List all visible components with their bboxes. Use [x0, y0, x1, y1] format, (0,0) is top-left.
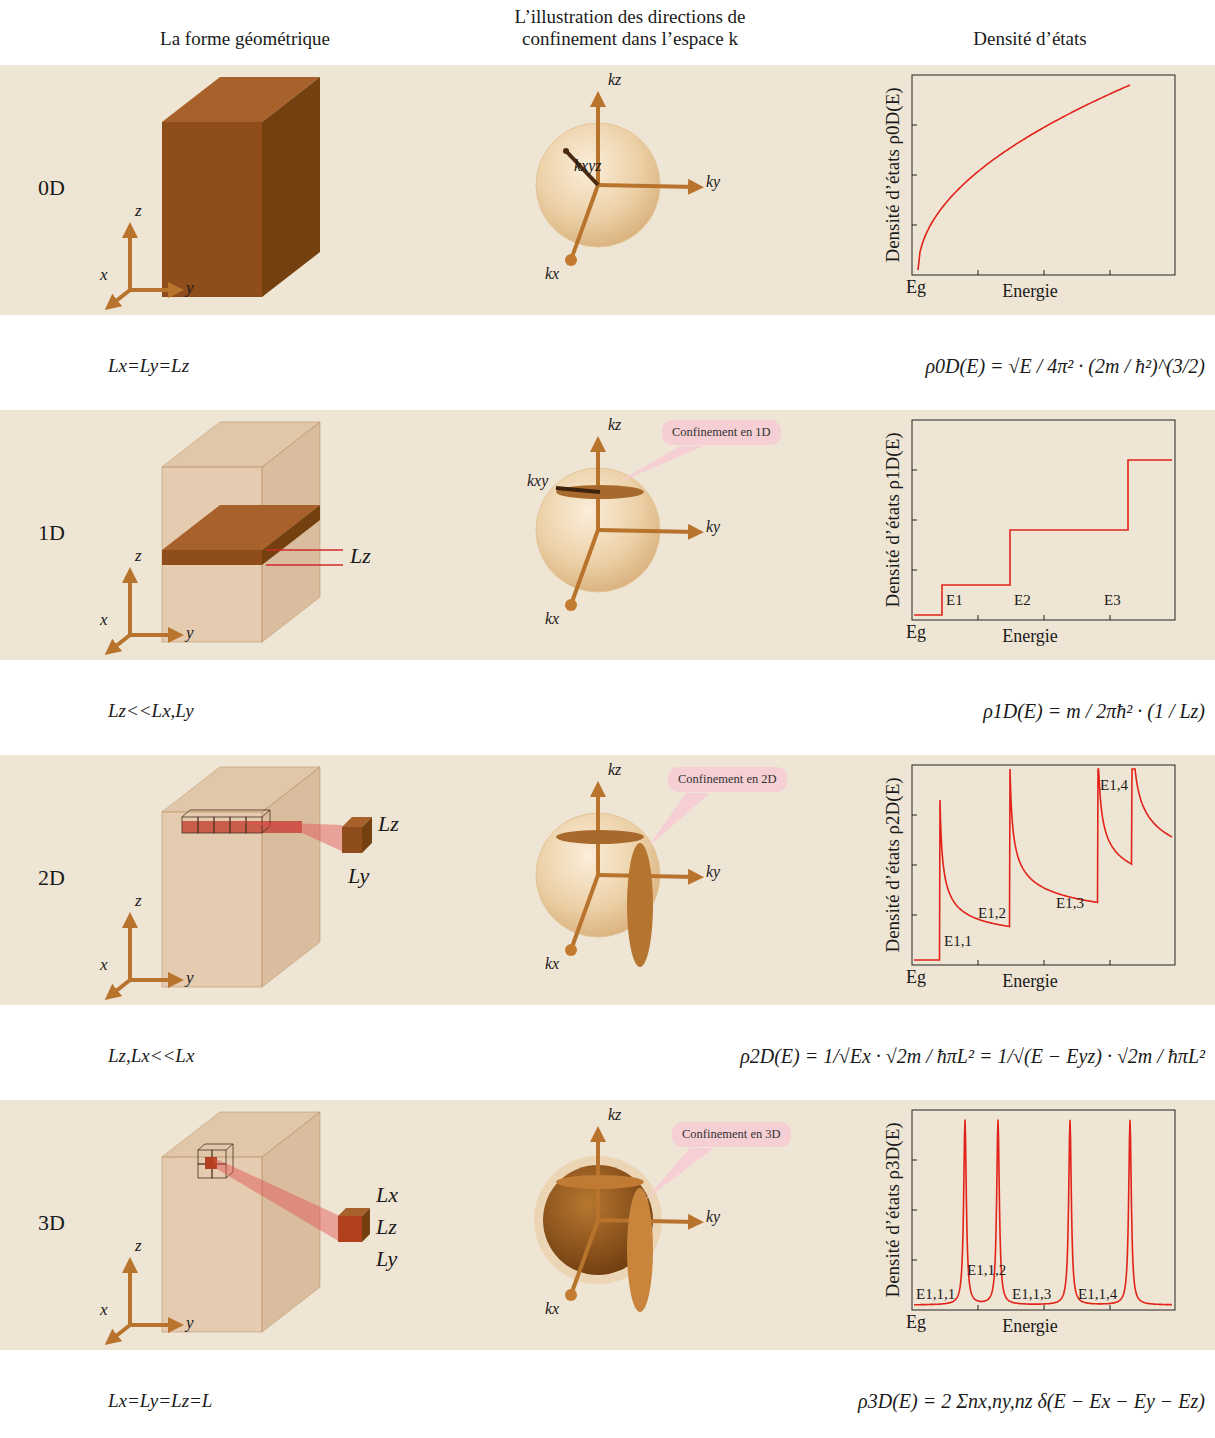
- plot-axis-title: Densité d’états ρ3D(E): [882, 1122, 904, 1297]
- dimension-label: Lx: [376, 1182, 398, 1207]
- axis-letter: z: [135, 201, 142, 221]
- axis-letter: x: [100, 1300, 108, 1320]
- column-header: La forme géométrique: [160, 28, 330, 50]
- plot-axis-title: Energie: [1002, 626, 1058, 647]
- axis-letter: z: [135, 546, 142, 566]
- plot-tick-label: Eg: [906, 277, 926, 298]
- k-axis-label: kxy: [527, 472, 548, 490]
- dimension-label: Lz: [350, 543, 371, 568]
- dimension-label: Ly: [348, 863, 369, 888]
- formula: ρ3D(E) = 2 Σnx,ny,nz δ(E − Ex − Ey − Ez): [858, 1390, 1205, 1413]
- plot-tick-label: Eg: [906, 967, 926, 988]
- k-axis-label: kz: [608, 1106, 621, 1124]
- row-label: 2D: [38, 865, 65, 891]
- energy-level: E1,1,1: [916, 1286, 955, 1303]
- axis-letter: z: [135, 1236, 142, 1256]
- callout-text: Confinement en 2D: [678, 772, 777, 786]
- energy-level: E1,1: [944, 933, 972, 950]
- dimension-condition: Lz<<Lx,Ly: [108, 700, 194, 722]
- row-band: 3D Confinement en 3D: [0, 1100, 1215, 1350]
- energy-level: E1,2: [978, 905, 1006, 922]
- row-band: 0D: [0, 65, 1215, 315]
- energy-level: E1,1,2: [967, 1262, 1006, 1279]
- plot-axis-title: Energie: [1002, 971, 1058, 992]
- dimension-condition: Lz,Lx<<Lx: [108, 1045, 194, 1067]
- k-axis-label: kx: [545, 1300, 559, 1318]
- dimension-condition: Lx=Ly=Lz: [108, 355, 189, 377]
- callout-bubble: Confinement en 3D: [672, 1122, 791, 1147]
- energy-level: E2: [1014, 592, 1031, 609]
- axis-letter: y: [186, 1313, 194, 1333]
- energy-level: E1,1,3: [1012, 1286, 1051, 1303]
- plot-axis-title: Densité d’états ρ0D(E): [882, 87, 904, 262]
- dimension-label: Lz: [378, 811, 399, 836]
- k-axis-label: ky: [706, 863, 720, 881]
- formula: ρ1D(E) = m / 2πħ² · (1 / Lz): [983, 700, 1205, 723]
- k-axis-label: kz: [608, 416, 621, 434]
- callout-bubble: Confinement en 1D: [662, 420, 781, 445]
- formula: ρ2D(E) = 1/√Ex · √2m / ħπL² = 1/√(E − Ey…: [740, 1045, 1205, 1068]
- energy-level: E1,4: [1100, 777, 1128, 794]
- energy-level: E1,1,4: [1078, 1286, 1117, 1303]
- callout-text: Confinement en 3D: [682, 1127, 781, 1141]
- k-axis-label: ky: [706, 173, 720, 191]
- column-header: L’illustration des directions de confine…: [480, 6, 780, 50]
- energy-level: E1,3: [1056, 895, 1084, 912]
- plot-tick-label: Eg: [906, 622, 926, 643]
- callout-text: Confinement en 1D: [672, 425, 771, 439]
- axis-letter: y: [186, 623, 194, 643]
- k-axis-label: kx: [545, 610, 559, 628]
- plot-axis-title: Densité d’états ρ1D(E): [882, 432, 904, 607]
- axis-letter: y: [186, 968, 194, 988]
- k-axis-label: kx: [545, 955, 559, 973]
- row-label: 0D: [38, 175, 65, 201]
- energy-level: E3: [1104, 592, 1121, 609]
- k-axis-label: kz: [608, 71, 621, 89]
- axis-letter: x: [100, 610, 108, 630]
- energy-level: E1: [946, 592, 963, 609]
- axis-letter: x: [100, 265, 108, 285]
- callout-bubble: Confinement en 2D: [668, 767, 787, 792]
- k-axis-label: ky: [706, 1208, 720, 1226]
- row-label: 1D: [38, 520, 65, 546]
- row-band: 2D Confinement en 2D: [0, 755, 1215, 1005]
- row-band: 1D Confinement en 1D: [0, 410, 1215, 660]
- k-axis-label: kx: [545, 265, 559, 283]
- dimension-label: Lz: [376, 1214, 397, 1239]
- dimension-label: Ly: [376, 1246, 397, 1271]
- dimension-condition: Lx=Ly=Lz=L: [108, 1390, 212, 1412]
- axis-letter: x: [100, 955, 108, 975]
- k-axis-label: kz: [608, 761, 621, 779]
- plot-axis-title: Densité d’états ρ2D(E): [882, 777, 904, 952]
- formula: ρ0D(E) = √E / 4π² · (2m / ħ²)^(3/2): [926, 355, 1205, 378]
- plot-tick-label: Eg: [906, 1312, 926, 1333]
- plot-axis-title: Energie: [1002, 281, 1058, 302]
- axis-letter: z: [135, 891, 142, 911]
- k-axis-label: kxyz: [574, 157, 602, 175]
- row-label: 3D: [38, 1210, 65, 1236]
- column-header: Densité d’états: [973, 28, 1086, 50]
- axis-letter: y: [186, 278, 194, 298]
- plot-axis-title: Energie: [1002, 1316, 1058, 1337]
- k-axis-label: ky: [706, 518, 720, 536]
